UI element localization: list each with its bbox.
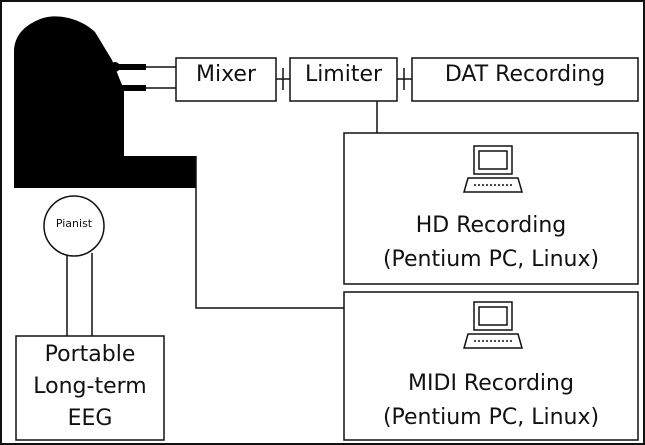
mixer-box [175, 57, 277, 102]
pianist-circle [43, 195, 105, 257]
mixer-limiter-connector [276, 68, 290, 90]
piano-midi-connector [195, 156, 344, 309]
midi-recording-subtitle: (Pentium PC, Linux) [382, 405, 600, 430]
hd-recording-title: HD Recording [415, 213, 567, 238]
microphone-icon [110, 83, 146, 93]
dat-recording-label: DAT Recording [444, 62, 606, 87]
pianist-label: Pianist [55, 217, 93, 230]
laptop-icon [463, 301, 523, 349]
eeg-label-line2: Long-term [33, 374, 147, 399]
limiter-label: Limiter [304, 62, 383, 87]
limiter-dat-connector [397, 68, 412, 90]
eeg-label-line1: Portable [44, 342, 136, 367]
laptop-icon [463, 145, 523, 193]
mixer-label: Mixer [195, 62, 257, 87]
limiter-box [289, 57, 398, 102]
microphone-icon [110, 62, 146, 72]
hd-recording-subtitle: (Pentium PC, Linux) [382, 247, 600, 272]
eeg-box [15, 335, 165, 441]
grand-piano-icon [14, 16, 196, 188]
pianist-eeg-cable [66, 253, 93, 336]
eeg-label-line3: EEG [67, 406, 113, 431]
midi-recording-title: MIDI Recording [408, 371, 574, 396]
